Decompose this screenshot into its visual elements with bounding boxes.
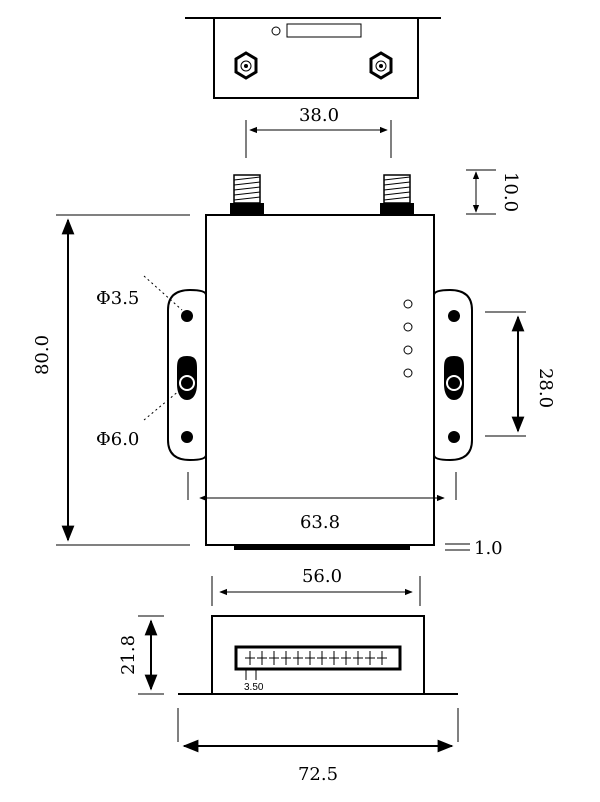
led-1-icon xyxy=(403,299,413,309)
height-label: 80.0 xyxy=(32,335,53,375)
base-thickness-dimension: 1.0 xyxy=(445,538,503,559)
top-view-body xyxy=(213,17,419,99)
ear-span-label: 63.8 xyxy=(300,512,340,533)
body-width-dimension: 56.0 xyxy=(211,566,421,606)
base-plate xyxy=(234,544,410,550)
led-3-icon xyxy=(403,345,413,355)
mounting-ear-right xyxy=(433,288,473,462)
mounting-ear-left xyxy=(167,288,207,462)
terminal-block-icon xyxy=(234,645,402,680)
overall-width-label: 72.5 xyxy=(298,764,338,785)
antenna-connector-left-icon xyxy=(234,51,258,80)
hole-spacing-label: 28.0 xyxy=(535,368,556,408)
large-hole-label: Φ6.0 xyxy=(96,429,139,450)
label-slot xyxy=(286,23,362,38)
body-depth-label: 21.8 xyxy=(118,635,139,675)
mount-hole-small-icon xyxy=(181,310,193,322)
led-4-icon xyxy=(403,368,413,378)
mount-hole-small-icon xyxy=(448,431,460,443)
hole-callouts: Φ3.5 Φ6.0 xyxy=(96,275,183,450)
base-thickness-label: 1.0 xyxy=(474,538,503,559)
mount-hole-small-icon xyxy=(181,431,193,443)
top-view xyxy=(185,17,441,99)
terminal-pitch-label: 3.50 xyxy=(244,682,264,693)
ear-span-dimension: 63.8 xyxy=(187,472,457,533)
antenna-spacing-dimension: 38.0 xyxy=(245,105,392,158)
antenna-right-icon xyxy=(380,174,414,215)
mount-hole-small-icon xyxy=(448,310,460,322)
body-depth-dimension: 21.8 xyxy=(118,615,164,695)
overall-width-dimension: 72.5 xyxy=(177,708,459,785)
hole-spacing-dimension: 28.0 xyxy=(485,311,556,437)
front-view-body xyxy=(205,214,435,546)
antenna-left-icon xyxy=(230,174,264,215)
antenna-spacing-label: 38.0 xyxy=(299,105,339,126)
small-hole-label: Φ3.5 xyxy=(96,288,139,309)
front-view xyxy=(167,174,473,550)
body-width-label: 56.0 xyxy=(302,566,342,587)
antenna-connector-right-icon xyxy=(369,51,393,80)
antenna-height-label: 10.0 xyxy=(500,172,521,212)
height-dimension: 80.0 xyxy=(32,214,190,546)
bottom-view: 3.50 xyxy=(178,615,458,695)
led-2-icon xyxy=(403,322,413,332)
antenna-height-dimension: 10.0 xyxy=(466,169,521,215)
led-hole-icon xyxy=(271,26,281,36)
